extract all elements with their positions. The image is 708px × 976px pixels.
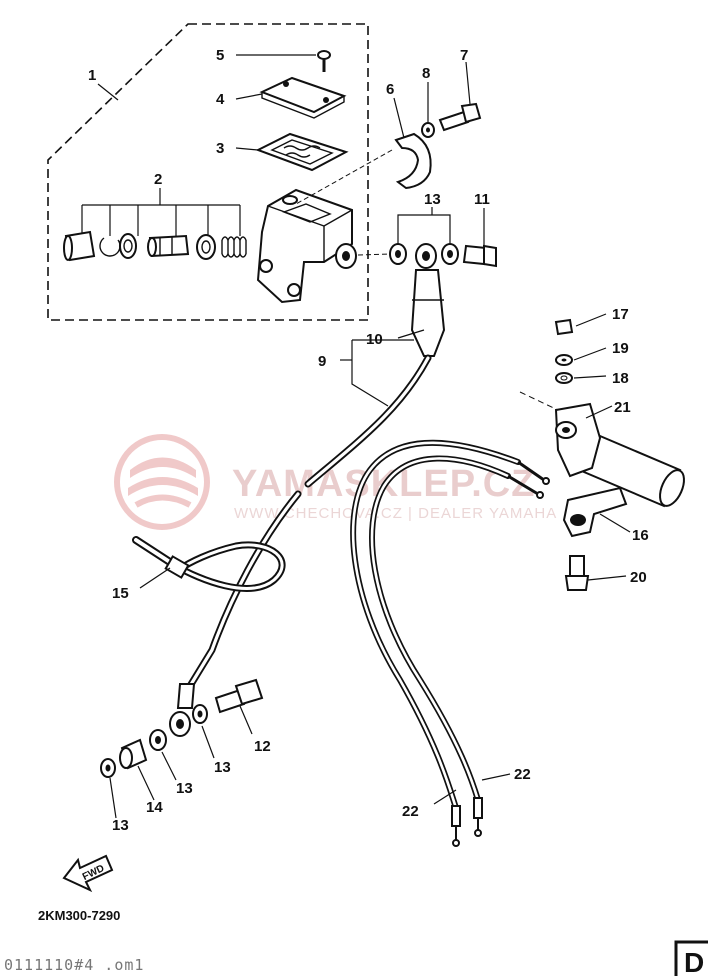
callout-21: 21 (614, 399, 631, 416)
pivot-bolt-part-20 (564, 555, 590, 591)
callout-2: 2 (154, 171, 162, 188)
callout-labels: 1 2 3 4 5 6 7 8 9 10 11 12 13 13 13 13 1… (88, 47, 649, 834)
clamp-part-6 (295, 132, 432, 205)
diagram-code: 2KM300-7290 (38, 908, 120, 923)
callout-18: 18 (612, 370, 629, 387)
callout-22-right: 22 (514, 766, 531, 783)
washer-part-18 (555, 372, 573, 384)
throttle-lever-part-16 (562, 486, 628, 538)
corner-letter: D (684, 947, 704, 976)
callout-4: 4 (216, 91, 225, 108)
callout-15: 15 (112, 585, 129, 602)
piston-kit-part-2 (63, 204, 247, 262)
callout-20: 20 (630, 569, 647, 586)
lower-banjo-assembly (100, 678, 264, 778)
leader-lines (97, 54, 631, 819)
callout-5: 5 (216, 47, 224, 64)
callout-1: 1 (88, 67, 96, 84)
callout-17: 17 (612, 306, 629, 323)
callout-6: 6 (386, 81, 394, 98)
callout-13-right: 13 (214, 759, 231, 776)
callout-16: 16 (632, 527, 649, 544)
footer-text: 0111110#4 .om1 (4, 956, 144, 974)
callout-11: 11 (474, 191, 490, 208)
washer-part-19 (555, 354, 573, 366)
screw-part-17 (554, 318, 574, 336)
watermark-logo-icon (114, 434, 210, 530)
callout-13-left: 13 (112, 817, 129, 834)
upper-banjo-assembly (357, 243, 497, 269)
corner-frame: D (674, 940, 708, 976)
callout-22-left: 22 (402, 803, 419, 820)
watermark-subtitle: WWW.CHECHOVA.CZ | DEALER YAMAHA (234, 505, 557, 522)
hose-fitting-part-10 (410, 269, 446, 357)
callout-9: 9 (318, 353, 326, 370)
callout-8: 8 (422, 65, 430, 82)
callout-10: 10 (366, 331, 383, 348)
callout-14: 14 (146, 799, 163, 816)
callout-19: 19 (612, 340, 629, 357)
callout-12: 12 (254, 738, 271, 755)
master-cylinder-body (256, 188, 357, 304)
bolt-part-7 (438, 102, 482, 132)
screw-part-5 (317, 50, 331, 72)
fwd-arrow-icon: FWD (62, 854, 114, 893)
diaphragm-part-3 (255, 132, 349, 172)
brake-hose-part-9 (186, 354, 432, 690)
cable-tie-part-15 (132, 536, 286, 592)
callout-13-upper: 13 (424, 191, 441, 208)
callout-3: 3 (216, 140, 224, 157)
throttle-cables-part-22 (350, 439, 550, 847)
reservoir-cap-part-4 (259, 76, 347, 119)
throttle-housing-part-21 (554, 402, 602, 478)
assembly-boundary (47, 23, 369, 321)
callout-7: 7 (460, 47, 468, 64)
callout-13-middle: 13 (176, 780, 193, 797)
washer-part-8 (421, 122, 435, 138)
